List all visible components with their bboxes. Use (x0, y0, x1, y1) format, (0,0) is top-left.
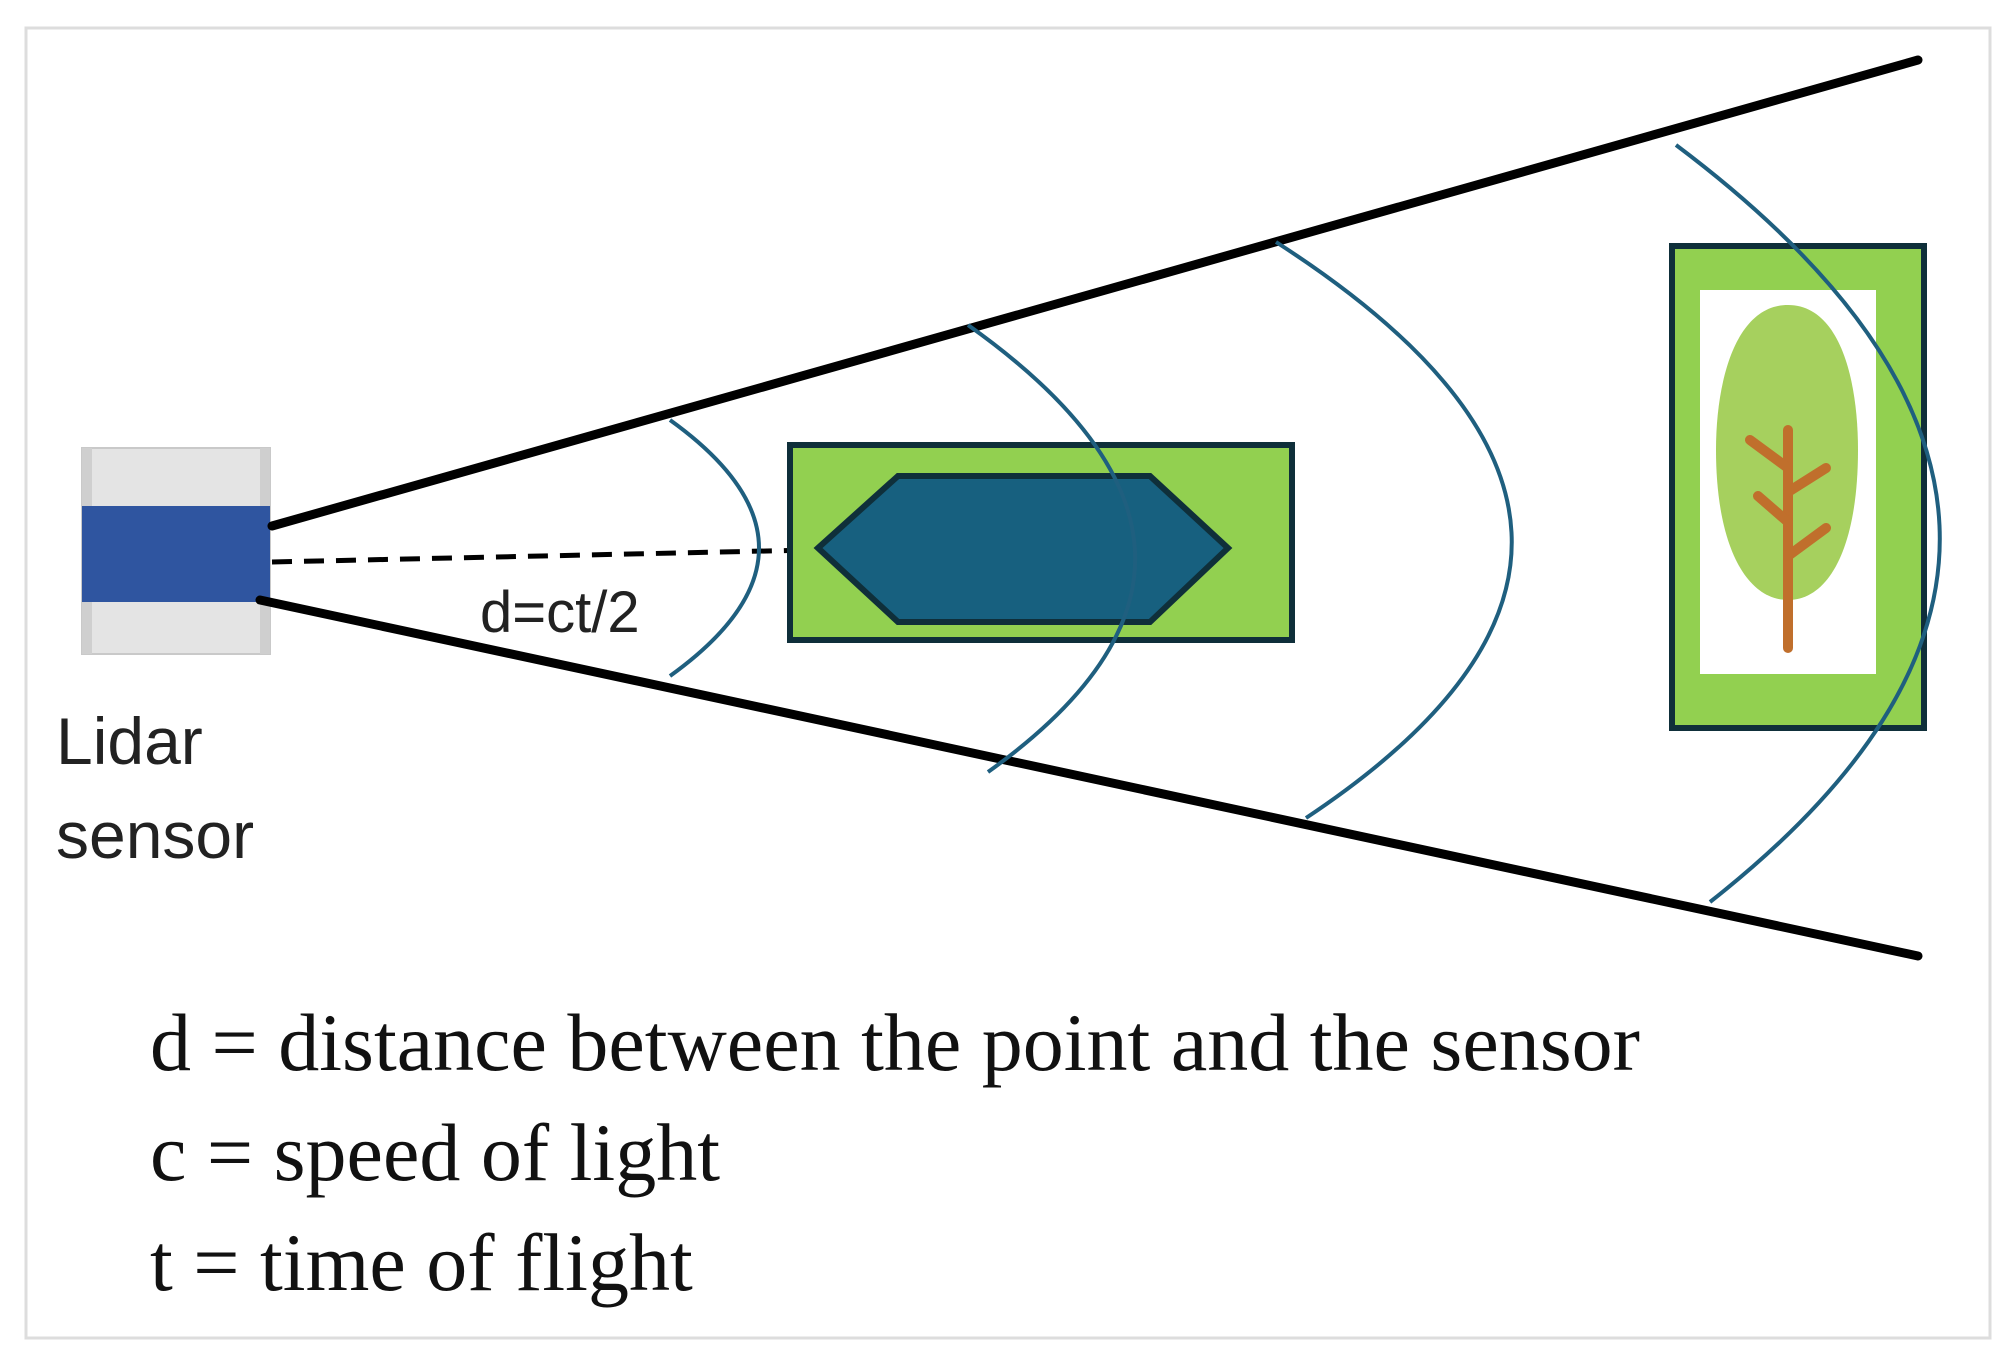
wavefronts (668, 143, 1942, 904)
beam-lower-edge (255, 595, 1923, 961)
tree-icon (1716, 305, 1858, 653)
range-formula-label: d=ct/2 (480, 580, 640, 645)
sensor-label-line2: sensor (56, 798, 254, 872)
range-dashed-line (271, 547, 811, 565)
legend-line-distance: d = distance between the point and the s… (150, 997, 1640, 1088)
target-object-box (787, 442, 1295, 643)
legend-line-speed: c = speed of light (150, 1107, 720, 1198)
legend: d = distance between the point and the s… (150, 997, 1640, 1308)
wavefront-1 (668, 418, 761, 678)
beam-upper-edge (267, 55, 1923, 531)
target-tree-box (1669, 243, 1927, 731)
tree-trunk (1745, 425, 1831, 653)
sensor-label-line1: Lidar (56, 704, 203, 778)
wavefront-4 (1674, 143, 1942, 904)
legend-line-time: t = time of flight (150, 1217, 693, 1308)
vehicle-icon (813, 473, 1233, 625)
wavefront-3 (1274, 240, 1514, 820)
diagram-frame (24, 26, 1992, 1340)
lidar-sensor-icon (81, 447, 271, 655)
wavefront-2 (966, 323, 1137, 774)
sensor-body (82, 506, 270, 602)
